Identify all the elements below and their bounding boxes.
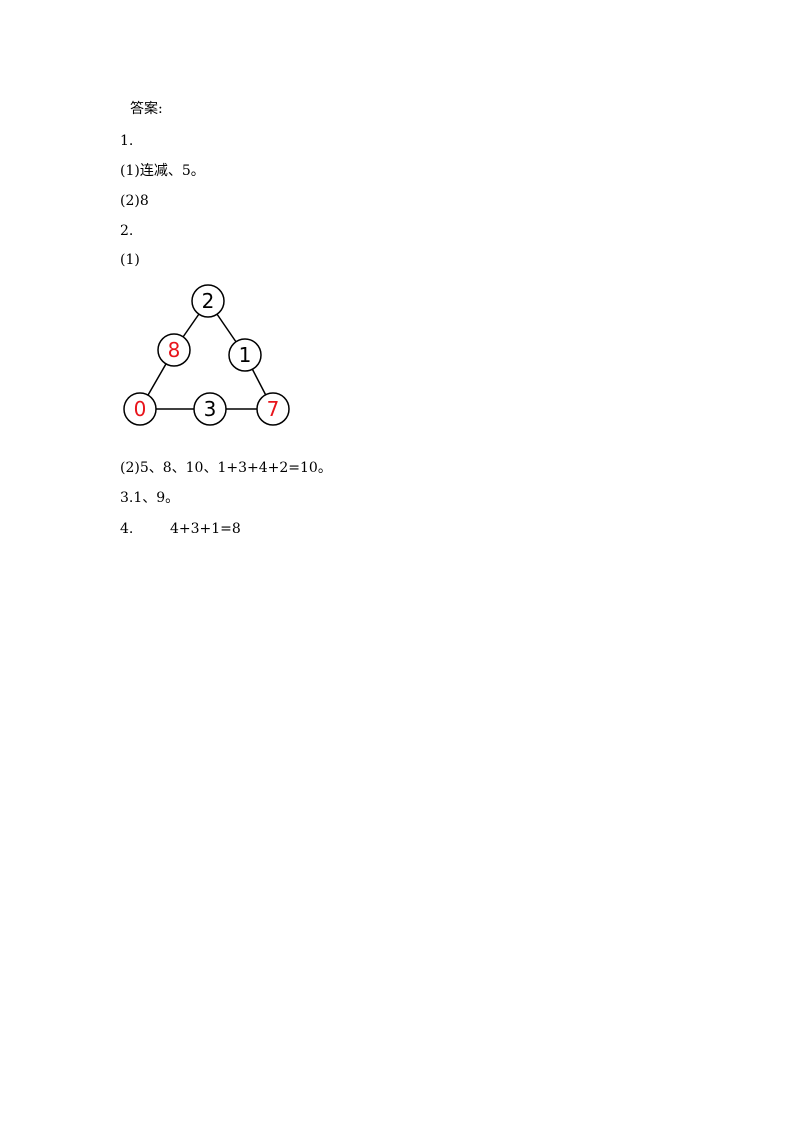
question-2-part-1-label: (1): [120, 252, 140, 268]
node-left-mid-value: 8: [168, 338, 181, 362]
node-left-mid-circle: [157, 333, 191, 367]
question-2-part-2: (2)5、8、10、1+3+4+2=10。: [120, 460, 332, 476]
node-bottom-right-circle: [256, 392, 290, 426]
node-right-mid-circle: [228, 338, 262, 372]
node-bottom-mid-circle: [193, 392, 227, 426]
node-bottom-mid-value: 3: [204, 397, 217, 421]
question-1-part-2: (2)8: [120, 193, 149, 209]
question-1-number: 1.: [120, 133, 134, 149]
question-3-text: 3.1、9。: [120, 490, 180, 506]
node-right-mid-value: 1: [239, 343, 252, 367]
question-4-number: 4.: [120, 521, 134, 537]
node-bottom-right-value: 7: [267, 397, 280, 421]
question-1-part-1: (1)连减、5。: [120, 163, 205, 179]
node-top-value: 2: [202, 289, 215, 313]
question-2-number: 2.: [120, 223, 134, 239]
question-4-text: 4+3+1=8: [170, 521, 241, 537]
node-top-circle: [191, 284, 225, 318]
answer-title: 答案:: [130, 101, 163, 117]
node-bottom-left-circle: [123, 392, 157, 426]
number-triangle-diagram: 2 8 1 0 3 7: [123, 284, 290, 426]
node-bottom-left-value: 0: [134, 397, 147, 421]
